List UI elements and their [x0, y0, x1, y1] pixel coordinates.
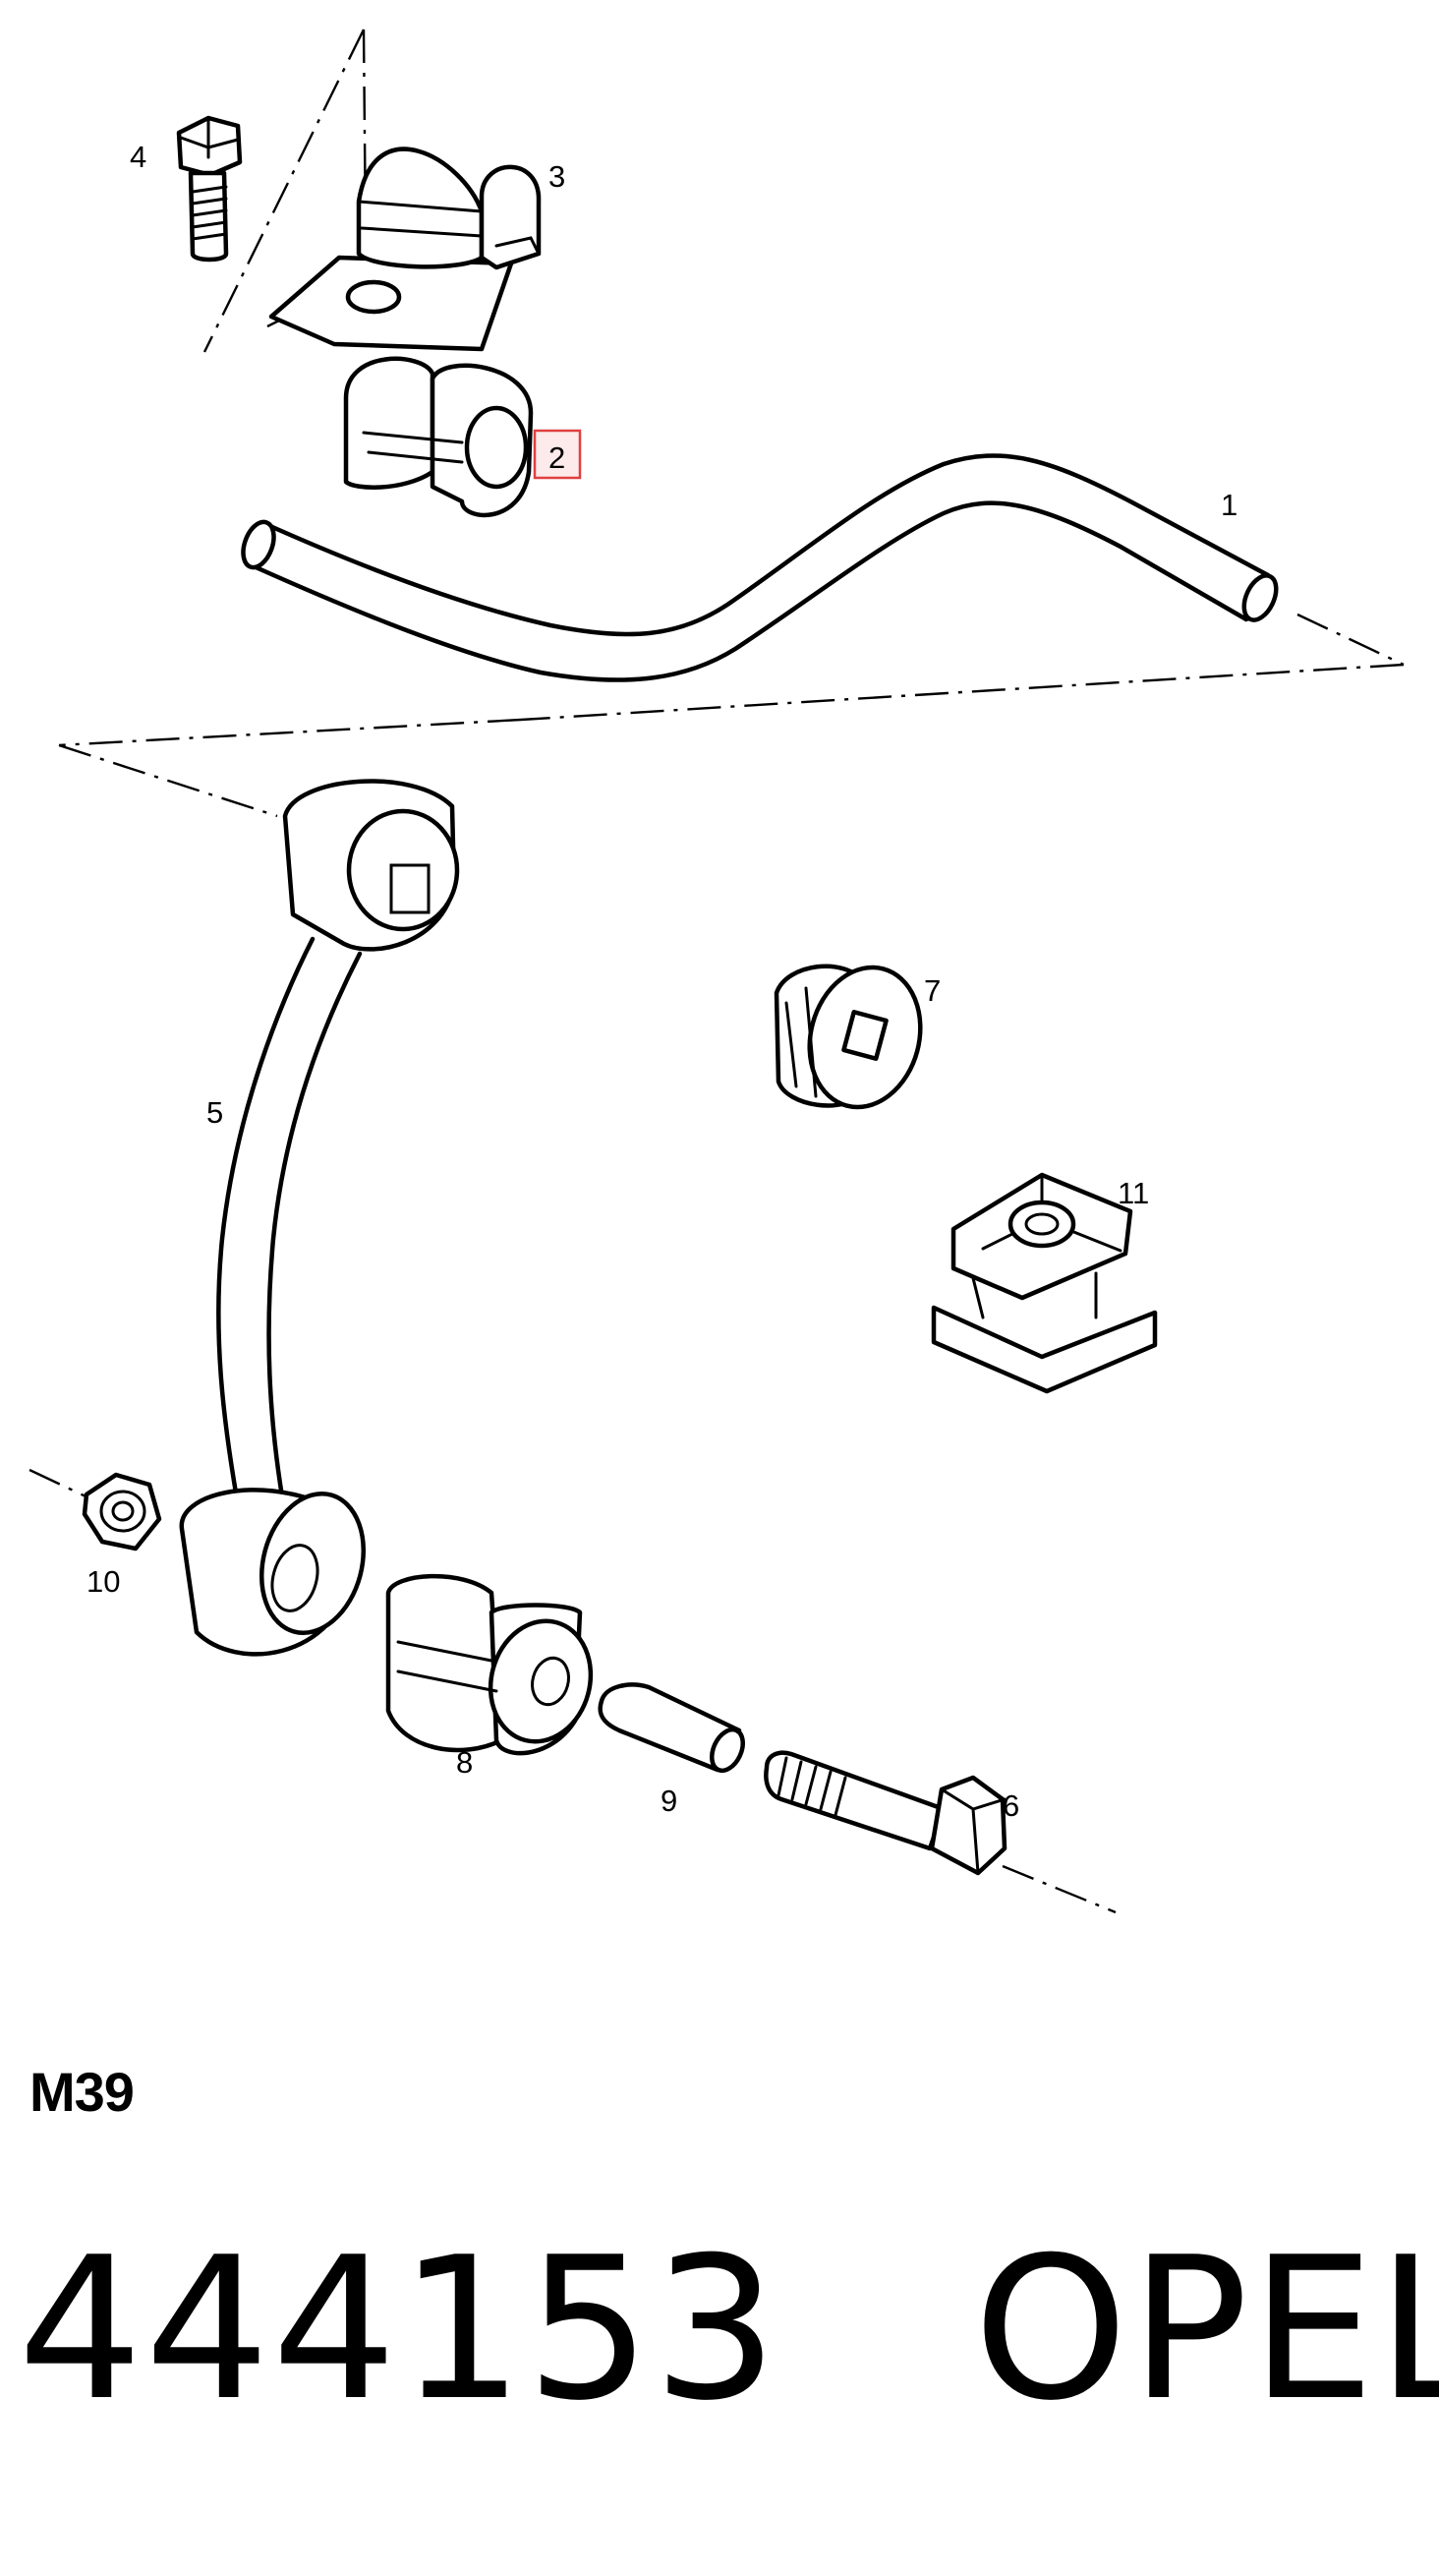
label-part-11: 11: [1118, 1176, 1149, 1210]
nut-part-10[interactable]: [82, 1472, 162, 1551]
label-part-7: 7: [924, 973, 941, 1008]
spacer: [779, 2215, 973, 2444]
brand-name: OPEL: [973, 2215, 1439, 2444]
label-part-4: 4: [130, 140, 146, 174]
label-part-5: 5: [206, 1095, 223, 1130]
label-part-6: 6: [1003, 1788, 1019, 1823]
part-2-highlight-box: [533, 429, 582, 480]
label-part-3: 3: [548, 159, 565, 194]
sleeve-part-9[interactable]: [598, 1682, 749, 1776]
label-part-10: 10: [86, 1564, 120, 1599]
bracket-part-3[interactable]: [268, 146, 542, 352]
part-labels: 1 2 3 4 5 6 7 8 9 10 11: [86, 140, 1238, 1823]
bushing-part-8[interactable]: [385, 1573, 604, 1756]
bushing-part-2[interactable]: [343, 356, 582, 518]
part-number-line: 444153 OPEL: [18, 2232, 1439, 2429]
bolt-part-4[interactable]: [176, 115, 243, 263]
exploded-parts-diagram: 1 2 3 4 5 6 7 8 9 10 11: [29, 29, 1405, 1914]
clip-nut-part-11[interactable]: [931, 1172, 1158, 1394]
stabilizer-bar-part-1[interactable]: [238, 453, 1283, 682]
label-part-1: 1: [1221, 488, 1238, 522]
label-part-2[interactable]: 2: [548, 440, 565, 475]
link-rod-part-5[interactable]: [179, 779, 460, 1657]
bolt-part-6[interactable]: [764, 1750, 1007, 1876]
label-part-9: 9: [661, 1784, 677, 1818]
part-number: 444153: [18, 2215, 780, 2444]
label-part-8: 8: [456, 1745, 473, 1780]
bushing-part-7[interactable]: [774, 955, 936, 1120]
diagram-code: M39: [29, 2061, 135, 2123]
